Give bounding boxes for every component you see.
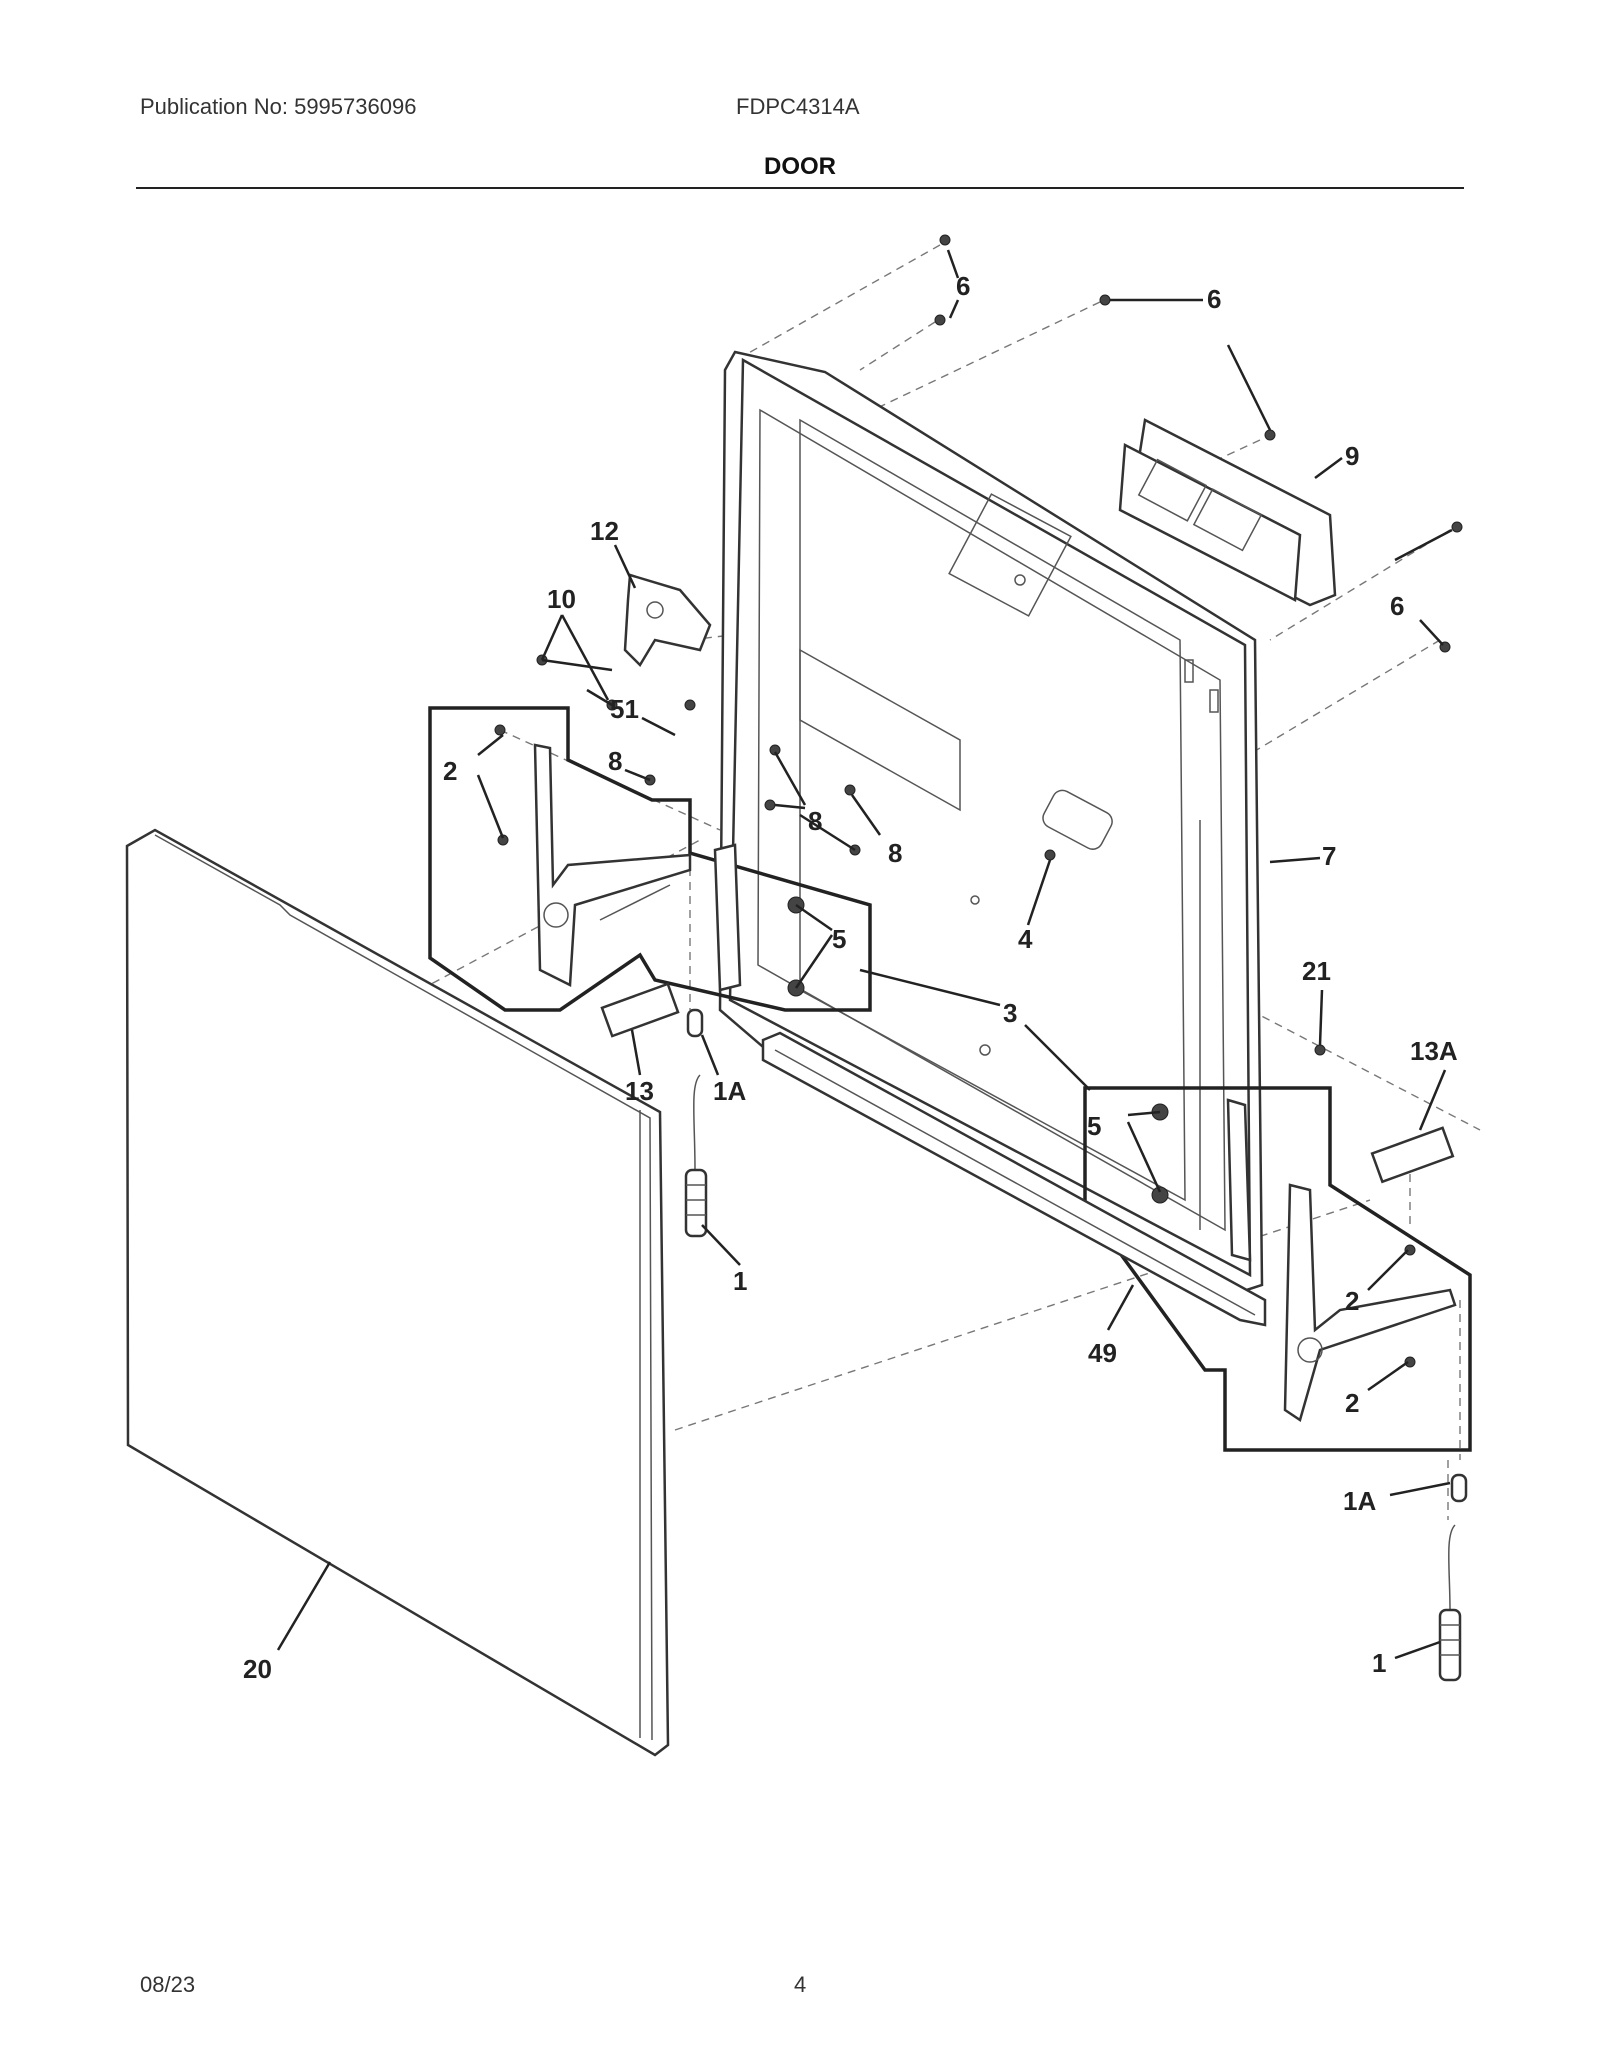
leader-lines: [276, 249, 1453, 1660]
callout-5-left: 5: [832, 924, 846, 954]
callout-21: 21: [1302, 956, 1331, 986]
felt-pad-right: [1370, 1126, 1455, 1184]
callout-1-left: 1: [733, 1266, 747, 1296]
left-hinge-assembly: [428, 706, 872, 1012]
bottom-trim-strip: [761, 1031, 1267, 1327]
callout-6-right: 6: [1390, 591, 1404, 621]
callout-13A: 13A: [1410, 1036, 1458, 1066]
callout-2-left: 2: [443, 756, 457, 786]
header-rule: [136, 187, 1464, 189]
callout-3: 3: [1003, 998, 1017, 1028]
callout-20: 20: [243, 1654, 272, 1684]
callout-8-right: 8: [888, 838, 902, 868]
outer-door-panel: [125, 828, 670, 1757]
callout-2-right-bottom: 2: [1345, 1388, 1359, 1418]
clip-right: [1450, 1473, 1468, 1503]
callout-4: 4: [1018, 924, 1033, 954]
callout-8-left: 8: [608, 746, 622, 776]
spring-left: [684, 1074, 708, 1238]
screws: [494, 234, 1463, 1368]
callout-8-center: 8: [808, 806, 822, 836]
callout-6-top: 6: [956, 271, 970, 301]
page-number: 4: [794, 1972, 807, 1997]
callout-2-right-top: 2: [1345, 1286, 1359, 1316]
section-title: DOOR: [764, 153, 836, 180]
callout-13: 13: [625, 1076, 654, 1106]
callout-51: 51: [610, 694, 639, 724]
footer-date: 08/23: [140, 1972, 196, 1997]
door-latch: [623, 573, 712, 668]
callout-1A-right: 1A: [1343, 1486, 1376, 1516]
model-number: FDPC4314A: [736, 94, 860, 119]
callout-9: 9: [1345, 441, 1359, 471]
clip-left: [686, 1008, 704, 1038]
callout-7: 7: [1322, 841, 1336, 871]
inner-door-panel: [718, 350, 1264, 1300]
callout-49: 49: [1088, 1338, 1117, 1368]
felt-pad-left: [600, 982, 680, 1038]
callout-1-right: 1: [1372, 1648, 1386, 1678]
right-hinge-assembly: [1083, 1086, 1472, 1452]
callout-10: 10: [547, 584, 576, 614]
callout-6-mid: 6: [1207, 284, 1221, 314]
callout-1A-left: 1A: [713, 1076, 746, 1106]
callout-12: 12: [590, 516, 619, 546]
publication-number: Publication No: 5995736096: [140, 94, 417, 119]
spring-right: [1438, 1524, 1462, 1682]
control-console: [1118, 418, 1337, 607]
callout-5-right: 5: [1087, 1111, 1101, 1141]
callout-labels: 6 6 6 9 12 10 51 8 8 8 2 5 7 4 3 21 13A …: [243, 271, 1458, 1684]
